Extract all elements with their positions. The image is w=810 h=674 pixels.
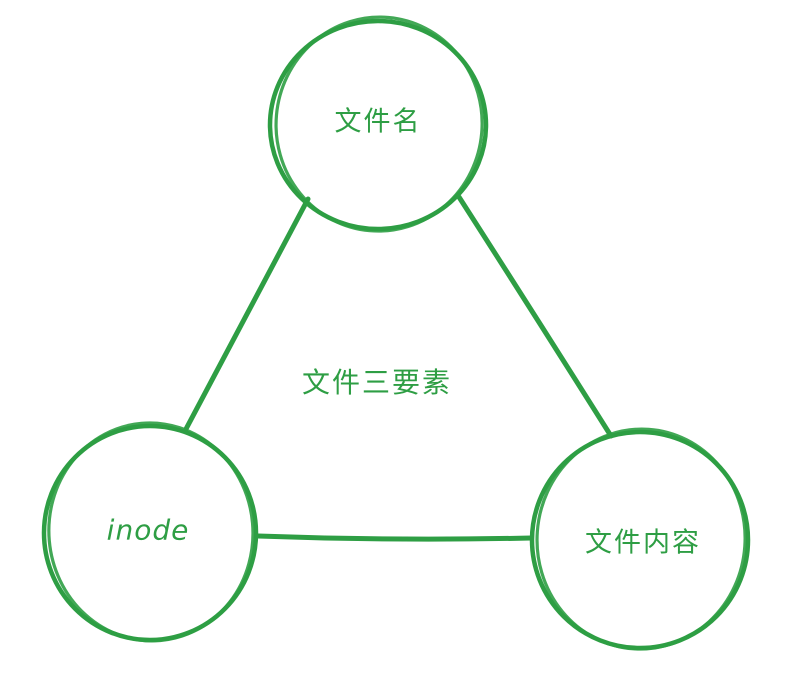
- edge-filename-filecontent: [456, 194, 614, 439]
- node-filename-label: 文件名: [334, 106, 422, 138]
- edge-filename-inode: [183, 196, 311, 432]
- edge-inode-filecontent: [255, 533, 534, 542]
- diagram-title: 文件三要素: [301, 366, 453, 399]
- node-filecontent-circle: [529, 427, 751, 651]
- node-filecontent-label: 文件内容: [585, 527, 701, 559]
- node-inode-label: inode: [106, 513, 190, 547]
- node-filename-circle: [267, 15, 489, 233]
- node-inode-circle: [41, 421, 259, 643]
